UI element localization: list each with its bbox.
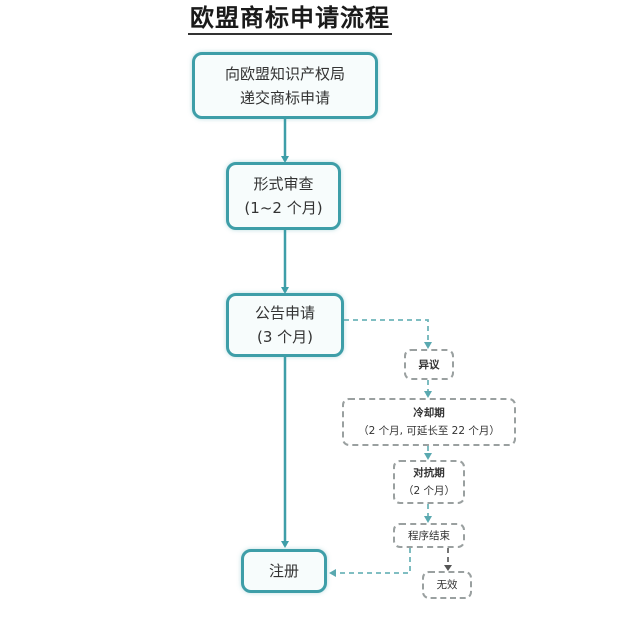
step-opposition: 异议 (404, 349, 454, 380)
step-label: 冷却期 (413, 407, 445, 419)
step-registration: 注册 (241, 549, 327, 593)
step-submit-application: 向欧盟知识产权局 递交商标申请 (192, 52, 378, 119)
step-sublabel: (1~2 个月) (244, 199, 323, 217)
step-sublabel: （2 个月） (402, 485, 456, 497)
main-flow-arrows (281, 118, 289, 548)
step-publication: 公告申请 (3 个月) (226, 293, 344, 357)
step-label: 向欧盟知识产权局 (224, 64, 345, 83)
step-label: 形式审查 (253, 175, 314, 193)
step-sublabel: （2 个月, 可延长至 22 个月） (358, 425, 500, 437)
step-invalid: 无效 (422, 571, 472, 599)
step-label: 注册 (268, 562, 299, 580)
step-formal-examination: 形式审查 (1~2 个月) (226, 162, 341, 230)
page-title: 欧盟商标申请流程 (188, 4, 392, 35)
step-sublabel: (3 个月) (256, 328, 314, 346)
step-label: 公告申请 (254, 304, 315, 322)
step-label: 异议 (418, 358, 440, 371)
step-label: 无效 (436, 579, 458, 591)
step-label: 对抗期 (413, 467, 445, 479)
step-label: 程序结束 (408, 529, 450, 542)
step-adversarial-period: 对抗期 （2 个月） (393, 460, 465, 504)
step-cooling-off-period: 冷却期 （2 个月, 可延长至 22 个月） (342, 398, 516, 446)
step-sublabel: 递交商标申请 (239, 88, 330, 107)
step-proceedings-end: 程序结束 (393, 523, 465, 548)
